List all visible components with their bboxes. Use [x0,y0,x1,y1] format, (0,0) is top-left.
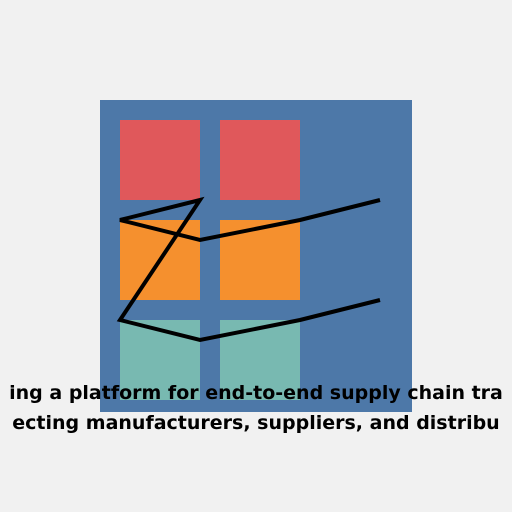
caption-line-1: ing a platform for end-to-end supply cha… [9,382,503,404]
tile-middle-middle [220,220,300,300]
tile-top-middle [220,120,300,200]
tile-middle-left [120,220,200,300]
tile-top-left [120,120,200,200]
caption-line-2: ecting manufacturers, suppliers, and dis… [12,412,500,434]
